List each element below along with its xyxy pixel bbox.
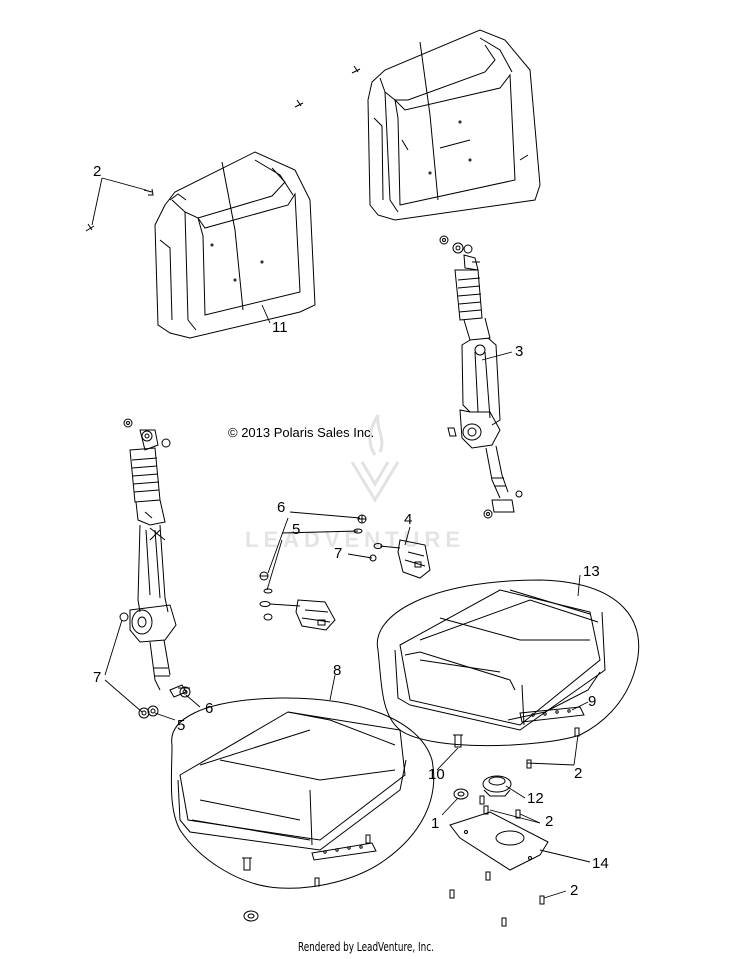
- copyright-text: © 2013 Polaris Sales Inc.: [228, 425, 375, 440]
- callout-5-left: 5: [177, 717, 186, 734]
- callout-2-right: 2: [574, 765, 583, 782]
- callout-2-top: 2: [93, 163, 102, 180]
- callout-2-bottom: 2: [570, 882, 579, 899]
- callout-2-mid: 2: [545, 813, 554, 830]
- callout-12: 12: [527, 790, 544, 807]
- callout-7-left: 7: [93, 669, 102, 686]
- watermark-logo: [350, 414, 400, 503]
- seat-hardware: [242, 707, 584, 926]
- seat-cushion-right: [377, 580, 638, 746]
- leader-lines: [91, 177, 591, 899]
- screws-backrest: [86, 66, 360, 231]
- callout-6-mid: 6: [277, 499, 286, 516]
- seat-cushion-left: [171, 698, 433, 888]
- backrest-left: [155, 152, 315, 338]
- callout-3: 3: [515, 343, 524, 360]
- callout-6-left: 6: [205, 700, 214, 717]
- callout-5-mid: 5: [292, 521, 301, 538]
- backrest-right: [368, 30, 540, 220]
- footer-credit: Rendered by LeadVenture, Inc.: [298, 940, 434, 954]
- seatbelt-left: [120, 419, 186, 697]
- buckle-assemblies: [260, 515, 430, 630]
- callout-1: 1: [431, 815, 440, 832]
- callout-9: 9: [588, 693, 597, 710]
- callout-14: 14: [592, 855, 609, 872]
- callout-13: 13: [583, 563, 600, 580]
- callout-8: 8: [333, 662, 342, 679]
- callout-7-mid: 7: [334, 545, 343, 562]
- bolts-left: [139, 687, 190, 718]
- seatbelt-right: [440, 236, 522, 518]
- callout-11: 11: [272, 319, 288, 336]
- callout-10: 10: [428, 766, 445, 783]
- callout-4: 4: [404, 511, 413, 528]
